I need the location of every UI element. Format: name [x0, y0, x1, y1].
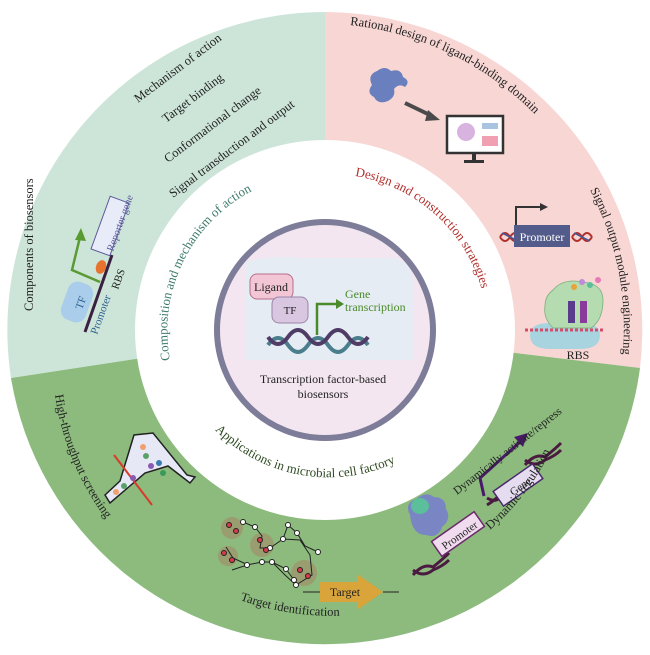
network-node: [240, 519, 246, 525]
ligand-box: [249, 273, 294, 300]
cell-icon: [143, 453, 149, 459]
tf-blob-icon: [60, 281, 94, 323]
transcription-arrowhead-icon: [336, 299, 344, 309]
cell-icon: [113, 489, 119, 495]
promoter-arrow-icon: [70, 236, 101, 284]
reporter-gene-box: [90, 195, 130, 257]
promoter-arrowhead-icon: [75, 228, 86, 241]
tf-box: [271, 296, 309, 324]
network-highlight-icon: [218, 546, 238, 566]
cell-icon: [160, 470, 166, 476]
ribosome-rbs-illustration: RBS: [525, 277, 605, 362]
cell-icon: [156, 460, 162, 466]
promoter-module-illustration: Promoter: [499, 203, 593, 247]
transcription-arrow-icon: [315, 302, 337, 335]
design-rbs-label: RBS: [567, 348, 590, 362]
regulation-dna-icon: [411, 441, 563, 576]
target-label: Target: [330, 585, 361, 599]
center-disc[interactable]: Ligand TF Gene transcription Transcripti…: [214, 219, 436, 441]
monitor-base-icon: [464, 160, 484, 163]
trna-icon: [568, 301, 575, 323]
ligand-label: Ligand: [254, 280, 288, 294]
network-node: [285, 522, 291, 528]
protein-to-computer-illustration: [369, 68, 505, 163]
design-arrowhead-icon: [425, 110, 440, 121]
monitor-chart-icon: [482, 136, 498, 146]
computer-monitor-icon: [445, 114, 505, 155]
regulation-gene-box: [492, 462, 544, 508]
network-highlight-icon: [221, 517, 243, 539]
network-node: [259, 559, 265, 565]
network-node: [291, 577, 297, 583]
cell-icon: [140, 444, 146, 450]
microfluidic-sorting-illustration: [104, 432, 197, 506]
network-node-highlight: [263, 547, 269, 553]
rbs-icon: [95, 260, 107, 274]
design-promoter-label: Promoter: [520, 230, 565, 244]
peptide-bead-icon: [571, 284, 577, 290]
network-nodes: [240, 519, 321, 588]
network-node: [315, 549, 321, 555]
gene-transcription-label-2: transcription: [345, 300, 406, 314]
network-node: [283, 566, 289, 572]
network-node-highlight: [297, 567, 303, 573]
cell-icon: [148, 463, 154, 469]
network-node-highlight: [305, 573, 311, 579]
ligand-molecule-icon: [411, 498, 429, 514]
network-node-highlight: [221, 550, 227, 556]
regulation-arrow-icon: [478, 440, 522, 497]
peptide-bead-icon: [587, 282, 593, 288]
dna-helix-icon: [266, 328, 370, 354]
peptide-bead-icon: [595, 277, 601, 283]
cell-icon: [130, 475, 136, 481]
network-node-highlight: [257, 537, 263, 543]
monitor-bar-icon: [482, 123, 498, 129]
dna-strand-icon: [83, 254, 114, 333]
target-arrow-icon: [320, 574, 383, 610]
center-title-line-1: Transcription factor-based: [260, 372, 386, 386]
target-arrow-illustration: Target: [303, 574, 399, 610]
trna-icon: [580, 301, 587, 323]
monitor-plot-icon: [457, 123, 475, 141]
network-node-highlight: [233, 528, 239, 534]
network-node: [294, 530, 300, 536]
components-tf-label: TF: [74, 295, 90, 311]
network-node: [244, 562, 250, 568]
signal-promoter-arrowhead-icon: [540, 203, 548, 211]
network-node: [280, 536, 286, 542]
regulation-arrowhead-icon: [514, 433, 528, 447]
protein-icon: [369, 68, 408, 103]
network-node: [269, 559, 275, 565]
gene-transcription-label-1: Gene: [345, 287, 370, 301]
components-title: Components of biosensors: [22, 178, 36, 311]
network-node-highlight: [229, 557, 235, 563]
regulation-promoter-box: [430, 510, 486, 558]
cell-icon: [121, 483, 127, 489]
network-node: [293, 582, 299, 588]
monitor-stand-icon: [472, 153, 476, 161]
network-node-highlight: [226, 522, 232, 528]
metabolic-network-illustration: [218, 517, 321, 588]
signal-promoter-arrow-icon: [515, 206, 541, 228]
network-highlight-icon: [291, 560, 317, 586]
network-highlight-nodes: [221, 522, 311, 579]
peptide-bead-icon: [579, 279, 585, 285]
promoter-box: [514, 225, 570, 247]
center-title-line-2: biosensors: [298, 387, 349, 401]
network-node: [252, 524, 258, 530]
tf-label: TF: [284, 305, 297, 317]
